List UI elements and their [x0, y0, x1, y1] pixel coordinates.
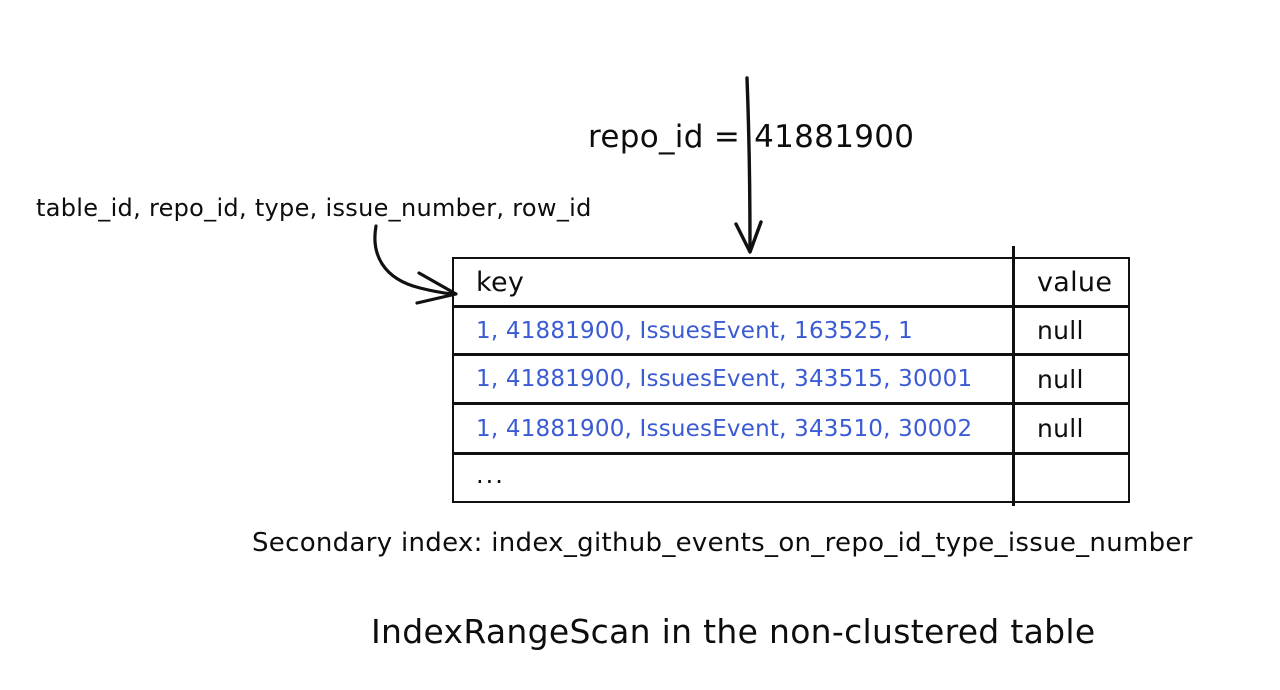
header-label-value: value — [1037, 266, 1113, 298]
row-key-text: 1, 41881900, IssuesEvent, 343510, 30002 — [476, 415, 973, 442]
table-row-ellipsis: ... — [452, 453, 1130, 503]
cell-value: null — [1015, 308, 1128, 353]
cell-value — [1015, 455, 1128, 501]
curved-arrow-icon — [373, 224, 458, 305]
predicate-expression: repo_id = 41881900 — [588, 120, 914, 154]
table-column-divider — [1012, 246, 1015, 506]
cell-key: 1, 41881900, IssuesEvent, 163525, 1 — [454, 308, 1015, 353]
down-arrow-icon — [734, 76, 763, 254]
header-label-key: key — [476, 266, 525, 298]
header-cell-value: value — [1015, 259, 1128, 305]
cell-value: null — [1015, 405, 1128, 452]
row-ellipsis-text: ... — [476, 461, 505, 489]
row-value-text: null — [1037, 364, 1084, 394]
cell-value: null — [1015, 356, 1128, 402]
kv-table: key value 1, 41881900, IssuesEvent, 1635… — [452, 257, 1130, 503]
row-value-text: null — [1037, 316, 1084, 345]
table-row: 1, 41881900, IssuesEvent, 343515, 30001 … — [452, 354, 1130, 404]
row-key-text: 1, 41881900, IssuesEvent, 343515, 30001 — [476, 366, 973, 392]
table-row: 1, 41881900, IssuesEvent, 163525, 1 null — [452, 306, 1130, 355]
key-columns-label: table_id, repo_id, type, issue_number, r… — [36, 194, 592, 222]
row-value-text: null — [1037, 414, 1084, 443]
predicate-right: 41881900 — [754, 119, 915, 155]
index-caption: Secondary index: index_github_events_on_… — [252, 528, 1193, 558]
cell-key: 1, 41881900, IssuesEvent, 343510, 30002 — [454, 405, 1015, 452]
cell-key: ... — [454, 455, 1015, 501]
table-header-row: key value — [452, 257, 1130, 307]
bottom-title: IndexRangeScan in the non-clustered tabl… — [371, 612, 1096, 651]
cell-key: 1, 41881900, IssuesEvent, 343515, 30001 — [454, 356, 1015, 402]
header-cell-key: key — [454, 259, 1015, 305]
predicate-left: repo_id = — [588, 119, 741, 155]
row-key-text: 1, 41881900, IssuesEvent, 163525, 1 — [476, 317, 913, 344]
table-row: 1, 41881900, IssuesEvent, 343510, 30002 … — [452, 403, 1130, 454]
